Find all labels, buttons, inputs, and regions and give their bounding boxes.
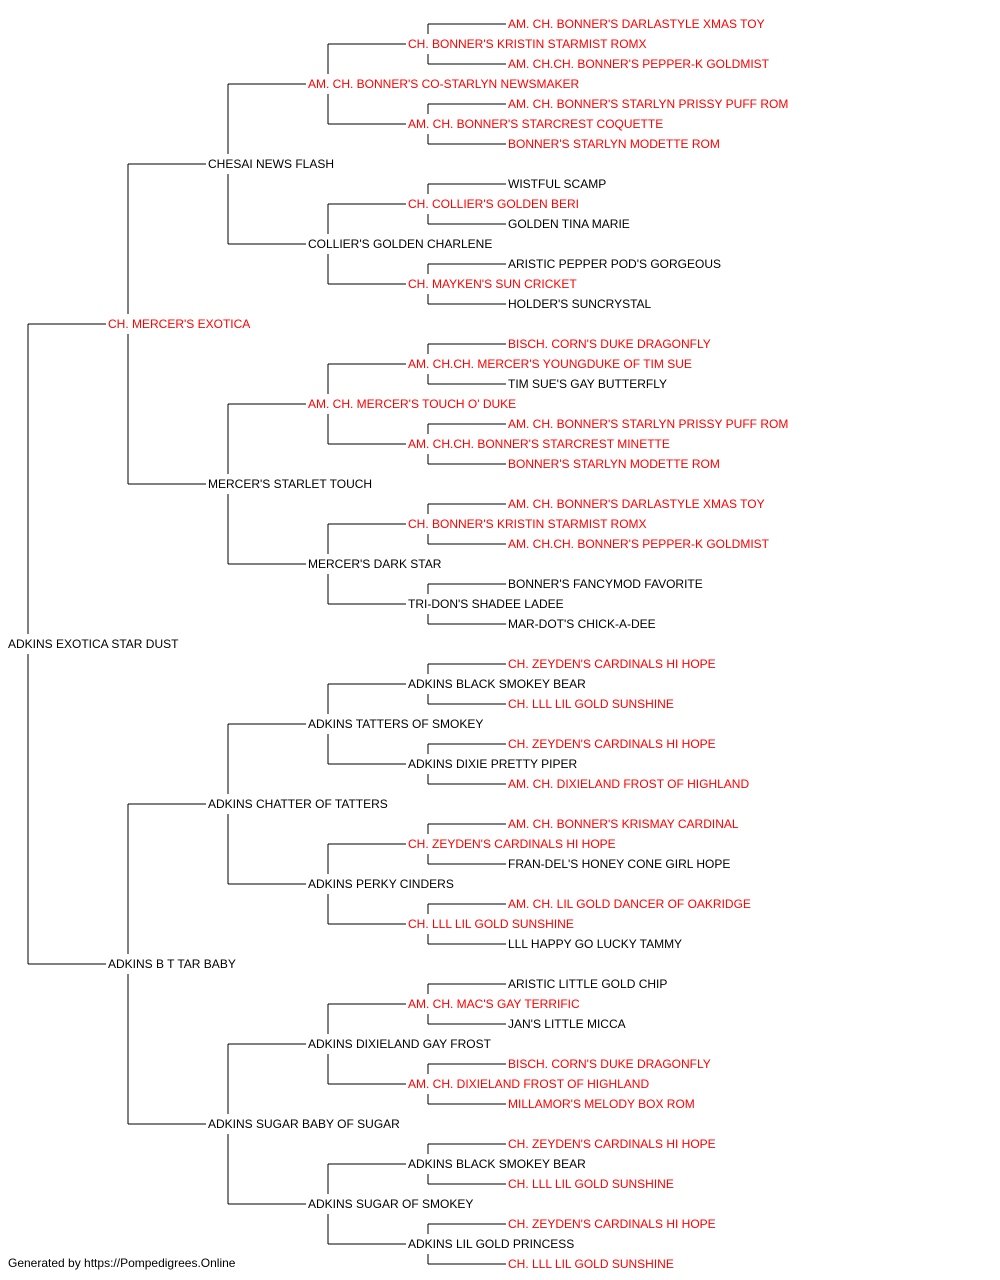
dog-name-subject-dam-dam: ADKINS SUGAR BABY OF SUGAR: [208, 1117, 400, 1131]
dog-name-subject-sire-dam-sire-dam-sire: AM. CH. BONNER'S STARLYN PRISSY PUFF ROM: [508, 417, 788, 431]
dog-name-subject-dam-dam-dam-dam-dam: CH. LLL LIL GOLD SUNSHINE: [508, 1257, 674, 1271]
dog-name-subject-dam-sire-dam-dam-dam: LLL HAPPY GO LUCKY TAMMY: [508, 937, 682, 951]
dog-name-subject-dam-sire: ADKINS CHATTER OF TATTERS: [208, 797, 388, 811]
dog-name-subject-dam-dam-dam-sire-dam: CH. LLL LIL GOLD SUNSHINE: [508, 1177, 674, 1191]
dog-name-subject-dam-sire-sire-dam: ADKINS DIXIE PRETTY PIPER: [408, 757, 577, 771]
dog-name-subject-sire-dam-sire-dam-dam: BONNER'S STARLYN MODETTE ROM: [508, 457, 720, 471]
dog-name-subject-dam-sire-dam: ADKINS PERKY CINDERS: [308, 877, 454, 891]
dog-name-subject-sire-dam-sire-sire-sire: BISCH. CORN'S DUKE DRAGONFLY: [508, 337, 711, 351]
dog-name-subject-dam-dam-sire-sire-sire: ARISTIC LITTLE GOLD CHIP: [508, 977, 667, 991]
dog-name-subject-dam-sire-dam-dam: CH. LLL LIL GOLD SUNSHINE: [408, 917, 574, 931]
dog-name-subject: ADKINS EXOTICA STAR DUST: [8, 637, 179, 651]
dog-name-subject-sire-dam-sire-dam: AM. CH.CH. BONNER'S STARCREST MINETTE: [408, 437, 670, 451]
dog-name-subject-dam-dam-sire-dam: AM. CH. DIXIELAND FROST OF HIGHLAND: [408, 1077, 649, 1091]
dog-name-subject-sire-sire-sire-dam-sire: AM. CH. BONNER'S STARLYN PRISSY PUFF ROM: [508, 97, 788, 111]
dog-name-subject-dam-dam-sire-dam-sire: BISCH. CORN'S DUKE DRAGONFLY: [508, 1057, 711, 1071]
dog-name-subject-dam-sire-sire-sire-dam: CH. LLL LIL GOLD SUNSHINE: [508, 697, 674, 711]
dog-name-subject-dam-sire-sire-sire-sire: CH. ZEYDEN'S CARDINALS HI HOPE: [508, 657, 716, 671]
dog-name-subject-dam-dam-sire-sire-dam: JAN'S LITTLE MICCA: [508, 1017, 626, 1031]
dog-name-subject-dam-sire-sire: ADKINS TATTERS OF SMOKEY: [308, 717, 483, 731]
dog-name-subject-dam-sire-dam-dam-sire: AM. CH. LIL GOLD DANCER OF OAKRIDGE: [508, 897, 751, 911]
dog-name-subject-dam-dam-dam-dam-sire: CH. ZEYDEN'S CARDINALS HI HOPE: [508, 1217, 716, 1231]
dog-name-subject-sire-sire-dam-sire-sire: WISTFUL SCAMP: [508, 177, 606, 191]
dog-name-subject-sire-sire-sire-sire-dam: AM. CH.CH. BONNER'S PEPPER-K GOLDMIST: [508, 57, 770, 71]
dog-name-subject-sire-dam-dam-sire-sire: AM. CH. BONNER'S DARLASTYLE XMAS TOY: [508, 497, 765, 511]
dog-name-subject-sire-sire-dam-sire: CH. COLLIER'S GOLDEN BERI: [408, 197, 579, 211]
dog-name-subject-sire-sire: CHESAI NEWS FLASH: [208, 157, 334, 171]
dog-name-subject-sire-dam-dam-sire-dam: AM. CH.CH. BONNER'S PEPPER-K GOLDMIST: [508, 537, 770, 551]
dog-name-subject-sire-sire-dam-dam: CH. MAYKEN'S SUN CRICKET: [408, 277, 577, 291]
dog-name-subject-sire-dam-dam-sire: CH. BONNER'S KRISTIN STARMIST ROMX: [408, 517, 647, 531]
dog-name-subject-sire-dam-dam-dam-sire: BONNER'S FANCYMOD FAVORITE: [508, 577, 703, 591]
dog-name-subject-dam-dam-dam-dam: ADKINS LIL GOLD PRINCESS: [408, 1237, 574, 1251]
dog-name-subject-sire-sire-dam: COLLIER'S GOLDEN CHARLENE: [308, 237, 492, 251]
dog-name-subject-sire-dam-dam-dam-dam: MAR-DOT'S CHICK-A-DEE: [508, 617, 656, 631]
dog-name-subject-dam-dam-dam-sire-sire: CH. ZEYDEN'S CARDINALS HI HOPE: [508, 1137, 716, 1151]
dog-name-subject-dam-sire-sire-dam-dam: AM. CH. DIXIELAND FROST OF HIGHLAND: [508, 777, 749, 791]
dog-name-subject-dam-sire-dam-sire-dam: FRAN-DEL'S HONEY CONE GIRL HOPE: [508, 857, 730, 871]
dog-name-subject-dam-sire-dam-sire-sire: AM. CH. BONNER'S KRISMAY CARDINAL: [508, 817, 739, 831]
dog-name-subject-dam-dam-dam-sire: ADKINS BLACK SMOKEY BEAR: [408, 1157, 586, 1171]
dog-name-subject-dam-sire-sire-dam-sire: CH. ZEYDEN'S CARDINALS HI HOPE: [508, 737, 716, 751]
dog-name-subject-dam-dam-dam: ADKINS SUGAR OF SMOKEY: [308, 1197, 473, 1211]
dog-name-subject-dam-dam-sire: ADKINS DIXIELAND GAY FROST: [308, 1037, 492, 1051]
dog-name-subject-sire-dam: MERCER'S STARLET TOUCH: [208, 477, 372, 491]
dog-name-subject-sire-dam-dam-dam: TRI-DON'S SHADEE LADEE: [408, 597, 564, 611]
dog-name-subject-sire-dam-sire-sire-dam: TIM SUE'S GAY BUTTERFLY: [508, 377, 667, 391]
dog-name-subject-sire-sire-dam-dam-sire: ARISTIC PEPPER POD'S GORGEOUS: [508, 257, 721, 271]
dog-name-subject-sire-sire-sire-dam: AM. CH. BONNER'S STARCREST COQUETTE: [408, 117, 663, 131]
dog-name-subject-sire-sire-dam-dam-dam: HOLDER'S SUNCRYSTAL: [508, 297, 652, 311]
dog-name-subject-dam-dam-sire-dam-dam: MILLAMOR'S MELODY BOX ROM: [508, 1097, 695, 1111]
dog-name-subject-sire-sire-sire-dam-dam: BONNER'S STARLYN MODETTE ROM: [508, 137, 720, 151]
dog-name-subject-sire-sire-sire-sire-sire: AM. CH. BONNER'S DARLASTYLE XMAS TOY: [508, 17, 765, 31]
dog-name-subject-sire: CH. MERCER'S EXOTICA: [108, 317, 250, 331]
dog-name-subject-dam-sire-sire-sire: ADKINS BLACK SMOKEY BEAR: [408, 677, 586, 691]
dog-name-subject-sire-sire-dam-sire-dam: GOLDEN TINA MARIE: [508, 217, 630, 231]
dog-name-subject-sire-dam-dam: MERCER'S DARK STAR: [308, 557, 442, 571]
dog-name-subject-sire-sire-sire-sire: CH. BONNER'S KRISTIN STARMIST ROMX: [408, 37, 647, 51]
dog-name-subject-dam-sire-dam-sire: CH. ZEYDEN'S CARDINALS HI HOPE: [408, 837, 616, 851]
dog-name-subject-sire-sire-sire: AM. CH. BONNER'S CO-STARLYN NEWSMAKER: [308, 77, 580, 91]
dog-name-subject-dam-dam-sire-sire: AM. CH. MAC'S GAY TERRIFIC: [408, 997, 580, 1011]
footer-credit: Generated by https://Pompedigrees.Online: [8, 1256, 236, 1270]
dog-name-subject-sire-dam-sire: AM. CH. MERCER'S TOUCH O' DUKE: [308, 397, 516, 411]
dog-name-subject-dam: ADKINS B T TAR BABY: [108, 957, 236, 971]
dog-name-subject-sire-dam-sire-sire: AM. CH.CH. MERCER'S YOUNGDUKE OF TIM SUE: [408, 357, 692, 371]
